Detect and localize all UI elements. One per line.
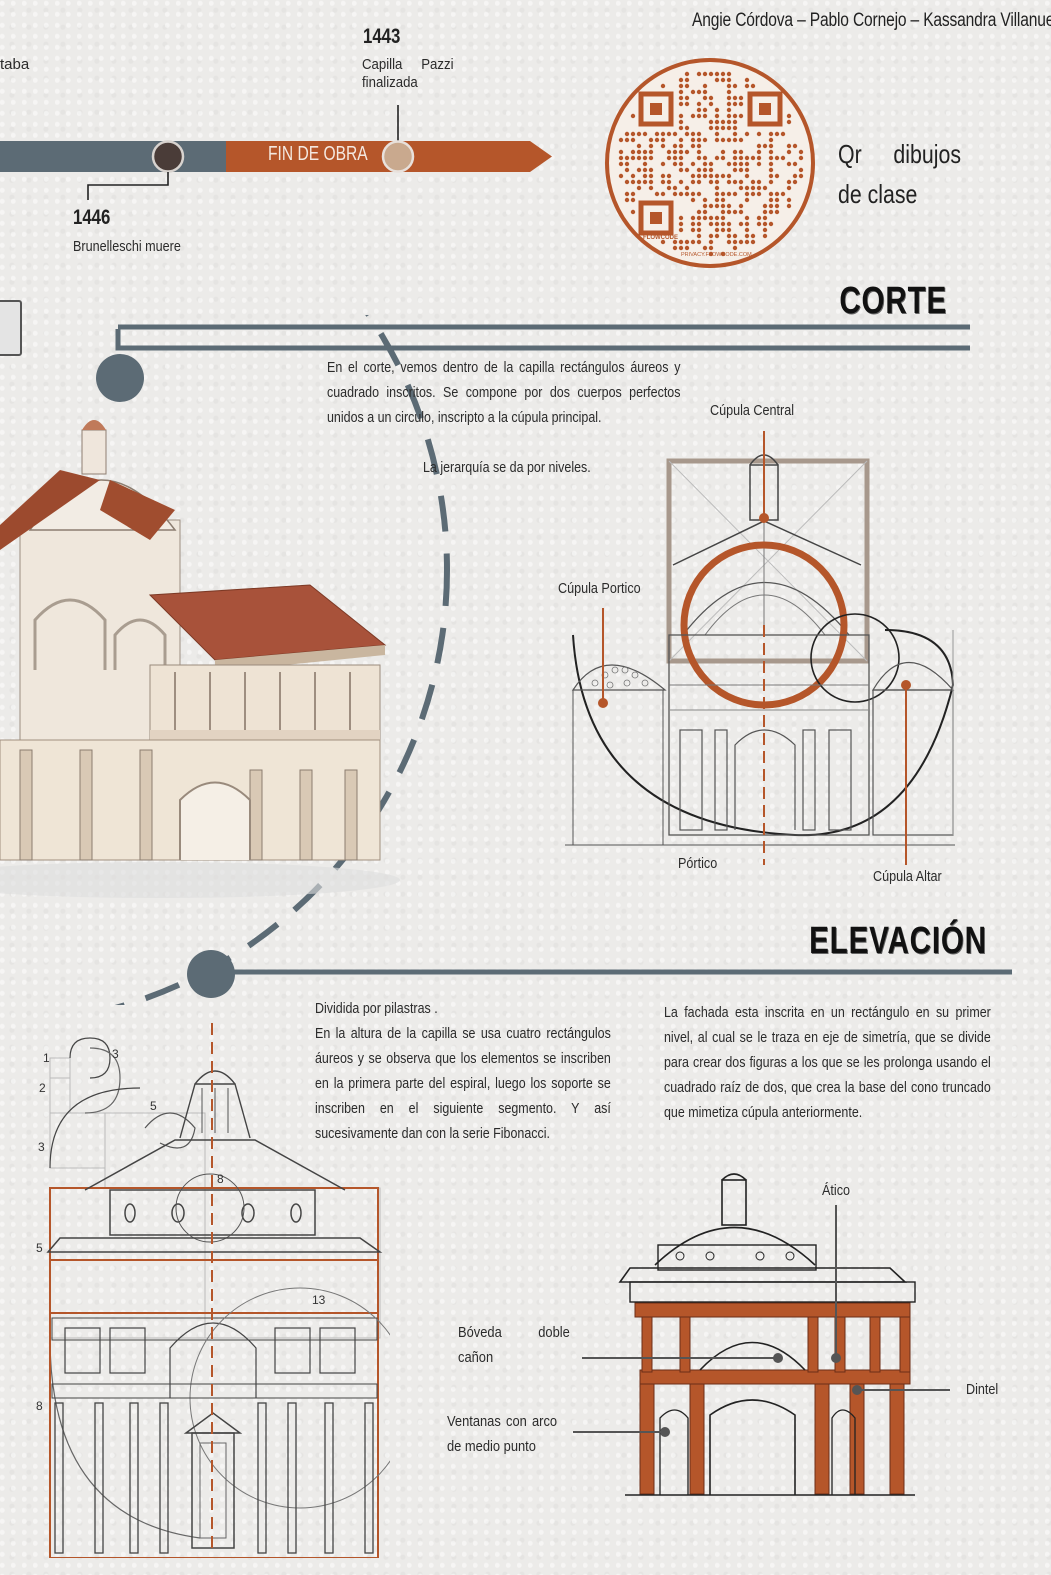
timeline-band (0, 105, 552, 200)
facade-sketch-drawing (573, 1173, 950, 1496)
label-portico: Pórtico (678, 855, 718, 872)
fib-num-8a: 8 (217, 1172, 224, 1186)
fib-num-13: 13 (312, 1293, 326, 1307)
side-card (0, 300, 22, 356)
chapel-perspective-illustration (0, 420, 400, 898)
elevacion-paragraph-right: La fachada esta inscrita en un rectángul… (664, 1005, 991, 1121)
label-ventanas: Ventanas con arco de medio punto (447, 1413, 558, 1455)
corte-section-drawing (565, 431, 955, 865)
corte-frame (96, 315, 1012, 1005)
authors: Angie Córdova – Pablo Cornejo – Kassandr… (692, 10, 1051, 31)
label-cupula-central: Cúpula Central (710, 402, 795, 419)
timeline-cut-text: taba (0, 56, 30, 73)
fib-num-2: 2 (39, 1081, 46, 1095)
qr-label: Qr dibujos de clase (838, 139, 961, 209)
label-dintel: Dintel (966, 1381, 999, 1398)
elevacion-paragraph-left: Dividida por pilastras . En la altura de… (315, 1001, 611, 1142)
fib-num-3a: 3 (112, 1047, 119, 1061)
band-label: FIN DE OBRA (268, 143, 368, 165)
label-boveda: Bóveda doble cañon (458, 1324, 570, 1366)
qr-ring-text: PRIVACY.FLOWCODE.COM (681, 252, 752, 258)
label-atico: Ático (822, 1182, 851, 1199)
fib-num-1: 1 (43, 1051, 50, 1065)
year-1443: 1443 (363, 25, 401, 48)
label-cupula-altar: Cúpula Altar (873, 868, 942, 885)
corte-paragraph-1: En el corte, vemos dentro de la capilla … (327, 360, 681, 426)
fib-num-8b: 8 (36, 1399, 43, 1413)
event-1446-text: Brunelleschi muere (73, 238, 181, 255)
qr-code[interactable]: FLOWCODE PRIVACY.FLOWCODE.COM (603, 56, 817, 270)
label-cupula-portico: Cúpula Portico (558, 580, 641, 597)
year-1446: 1446 (73, 206, 111, 229)
corte-heading: CORTE (839, 280, 947, 322)
fib-num-3b: 3 (38, 1140, 45, 1154)
fib-num-5a: 5 (150, 1099, 157, 1113)
fibonacci-elevation-drawing: 1 2 3 3 5 5 8 8 13 (36, 1023, 390, 1558)
qr-logo-text: FLOWCODE (643, 235, 678, 241)
corte-paragraph-2: La jerarquía se da por niveles. (423, 460, 591, 476)
fib-num-5b: 5 (36, 1241, 43, 1255)
event-1443-text: Capilla Pazzi finalizada (362, 56, 454, 91)
elevacion-heading: ELEVACIÓN (809, 920, 987, 962)
